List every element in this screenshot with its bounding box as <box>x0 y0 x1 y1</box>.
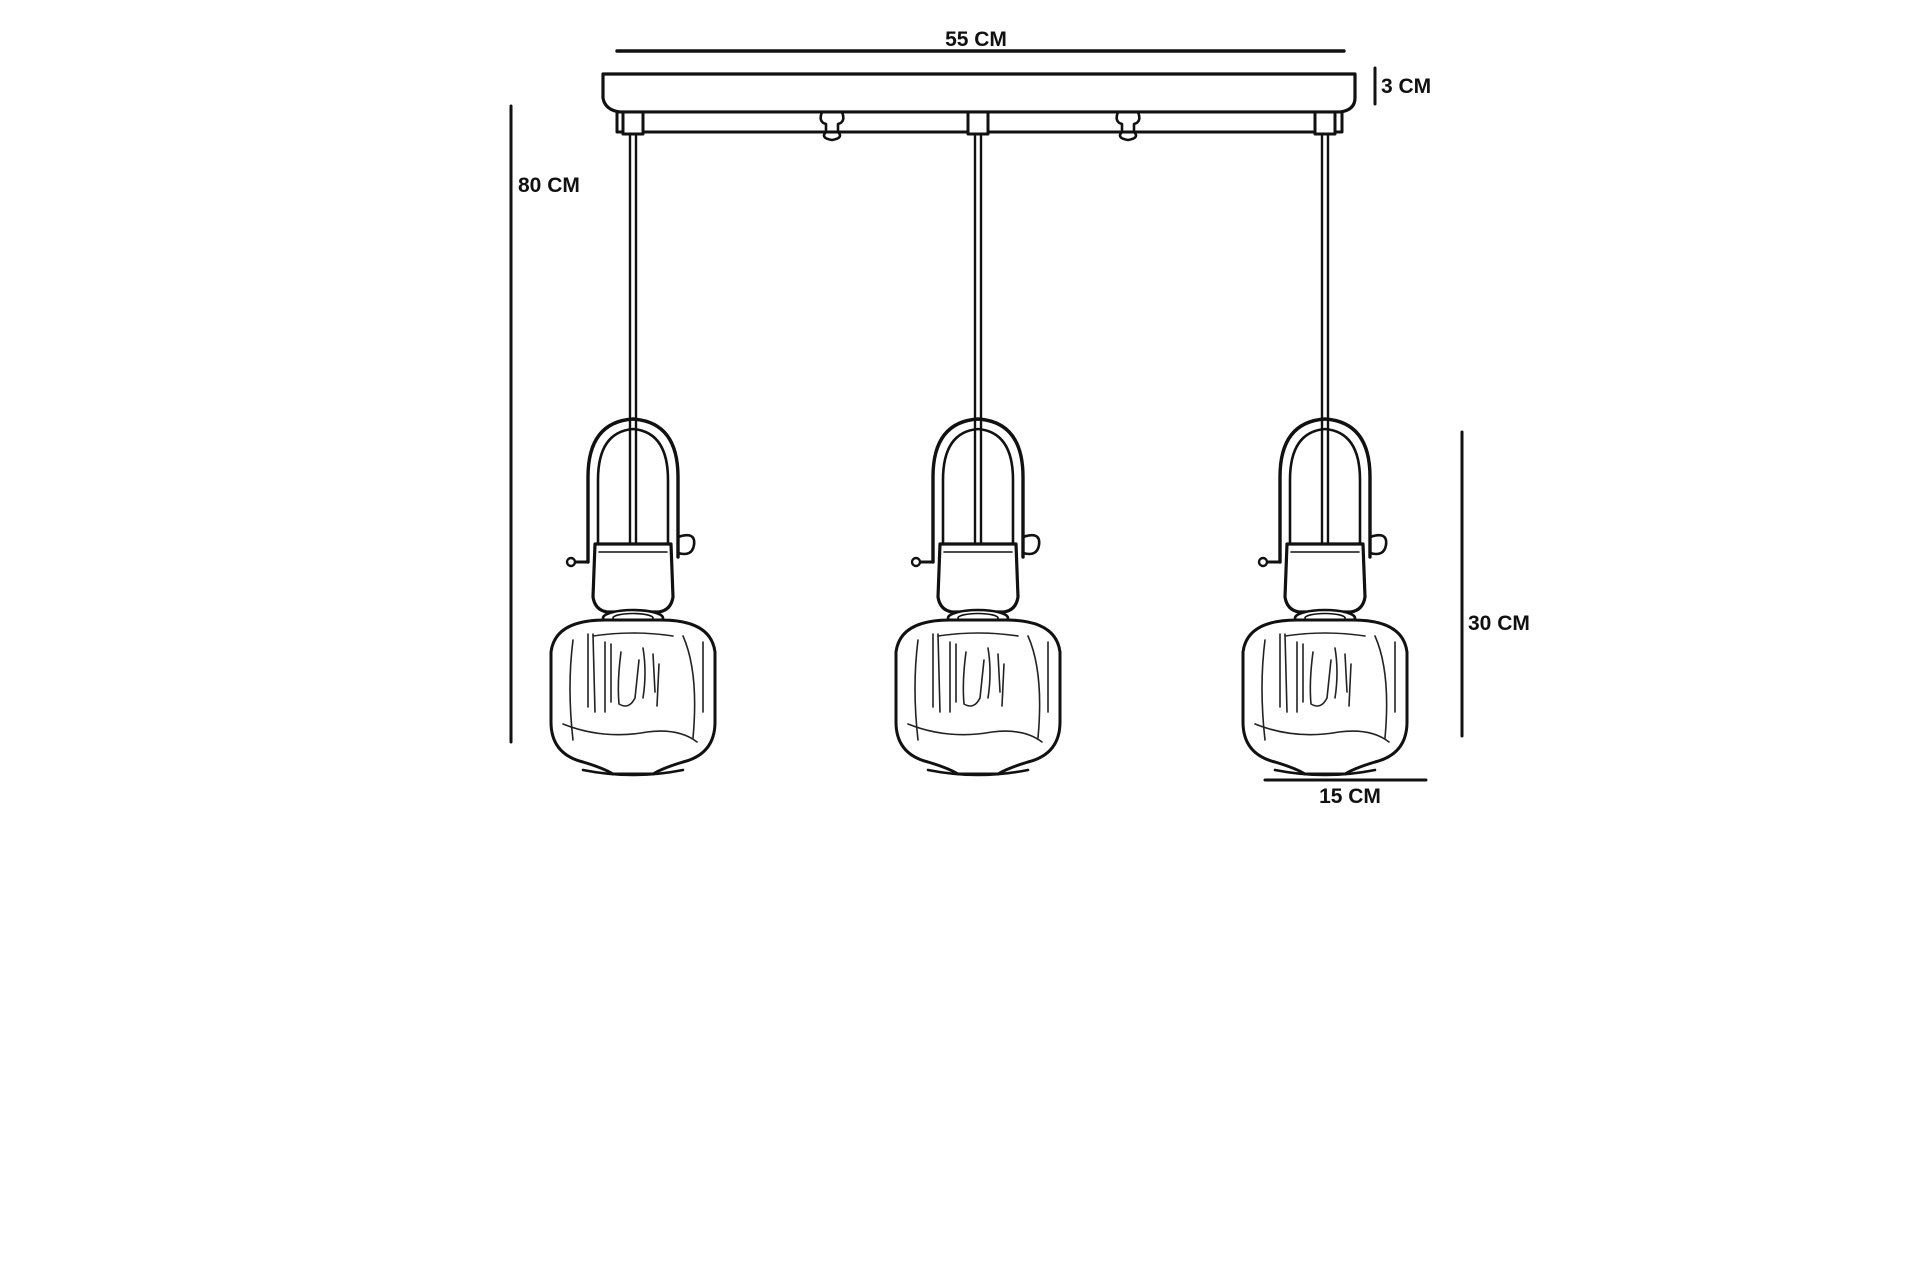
canopy-height-dimension-label: 3 CM <box>1381 75 1431 98</box>
pendant-lamp <box>549 110 717 777</box>
pendant-lamp <box>894 110 1062 777</box>
drop-dimension-label: 80 CM <box>518 174 580 197</box>
shade-height-dimension-label: 30 CM <box>1468 612 1530 635</box>
pendant-lamp <box>1241 110 1409 777</box>
shade-width-dimension-label: 15 CM <box>1319 785 1381 808</box>
width-dimension-label: 55 CM <box>945 28 1007 51</box>
